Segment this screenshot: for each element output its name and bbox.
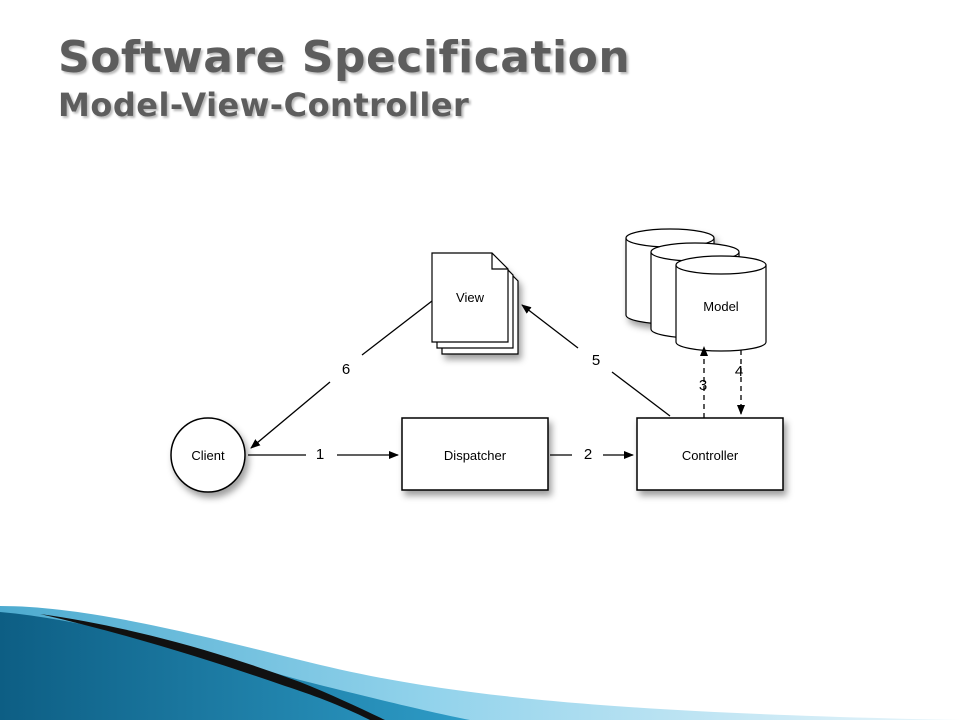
dispatcher-node: Dispatcher (401, 417, 549, 491)
view-label: View (456, 290, 485, 305)
dispatcher-label: Dispatcher (444, 448, 507, 463)
edge-5-label: 5 (592, 352, 600, 369)
client-label: Client (191, 448, 225, 463)
client-node: Client (170, 417, 246, 493)
edge-2-label: 2 (584, 446, 592, 463)
wave-dark-stripe (40, 614, 385, 720)
edge-6: 6 (250, 300, 433, 449)
edge-1-label: 1 (316, 446, 324, 463)
controller-label: Controller (682, 448, 739, 463)
edge-4: 4 (735, 350, 745, 415)
edge-2: 2 (550, 446, 634, 463)
edge-5: 5 (521, 304, 671, 417)
edge-3-label: 3 (699, 377, 707, 394)
slide-title: Software Specification Model-View-Contro… (58, 32, 631, 124)
view-node: View (431, 252, 519, 355)
subtitle-line: Model-View-Controller (58, 86, 470, 124)
edge-3: 3 (699, 346, 708, 418)
model-node: Model (625, 228, 767, 352)
controller-node: Controller (636, 417, 784, 491)
edge-4-label: 4 (735, 363, 743, 380)
model-label: Model (703, 299, 739, 314)
edge-1: 1 (248, 446, 399, 463)
title-line: Software Specification (58, 32, 631, 83)
edge-6-label: 6 (342, 361, 350, 378)
